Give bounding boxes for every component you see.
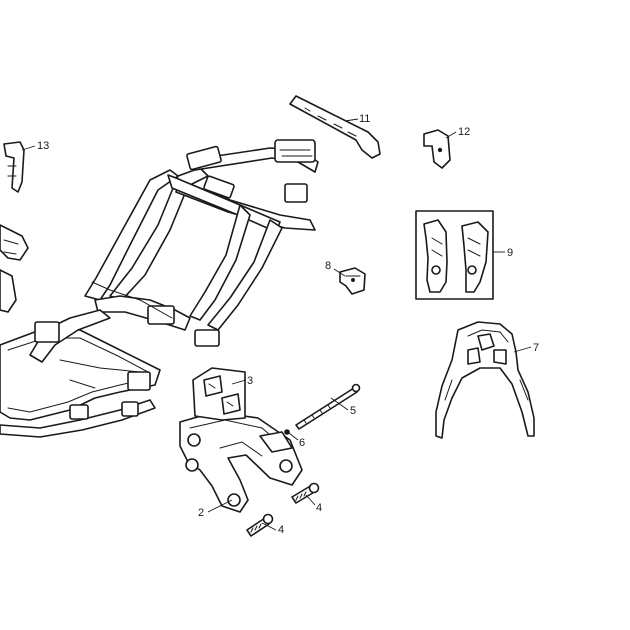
part-small-bracket [339, 267, 366, 295]
callout-12: 12 [445, 126, 470, 139]
part-side-brackets [415, 210, 494, 300]
part-hook-bracket [3, 141, 25, 193]
part-rubber-mounts [192, 367, 246, 421]
part-swingarm-bracket [179, 411, 303, 513]
callout-label: 3 [247, 375, 253, 387]
callout-label: 5 [350, 405, 356, 417]
callout-label: 2 [198, 507, 204, 519]
main-frame [0, 139, 319, 438]
callout-label: 4 [316, 502, 322, 514]
callout-label: 11 [359, 113, 370, 125]
callout-13: 13 [21, 140, 49, 152]
part-clip-bracket [423, 129, 451, 169]
part-washer [284, 429, 290, 435]
callout-label: 7 [533, 342, 539, 354]
callout-label: 13 [37, 140, 49, 152]
callout-4-lower: 4 [261, 522, 284, 536]
callout-label: 8 [325, 260, 331, 272]
callout-label: 12 [458, 126, 470, 138]
callout-label: 9 [507, 247, 513, 259]
callout-label: 4 [278, 524, 284, 536]
callout-4-upper: 4 [305, 494, 322, 514]
callout-8: 8 [325, 260, 346, 277]
callout-2: 2 [198, 499, 233, 519]
part-plate-bracket [289, 95, 381, 159]
callout-5: 5 [330, 397, 356, 417]
callout-9: 9 [493, 247, 513, 259]
callout-11: 11 [344, 113, 370, 125]
callout-7: 7 [513, 342, 539, 354]
callout-label: 6 [299, 437, 305, 449]
callout-6: 6 [288, 432, 305, 449]
part-rear-carrier [435, 321, 535, 439]
callout-3: 3 [231, 375, 253, 387]
part-bolt-upper [291, 482, 320, 504]
part-bolt-lower [246, 513, 274, 537]
